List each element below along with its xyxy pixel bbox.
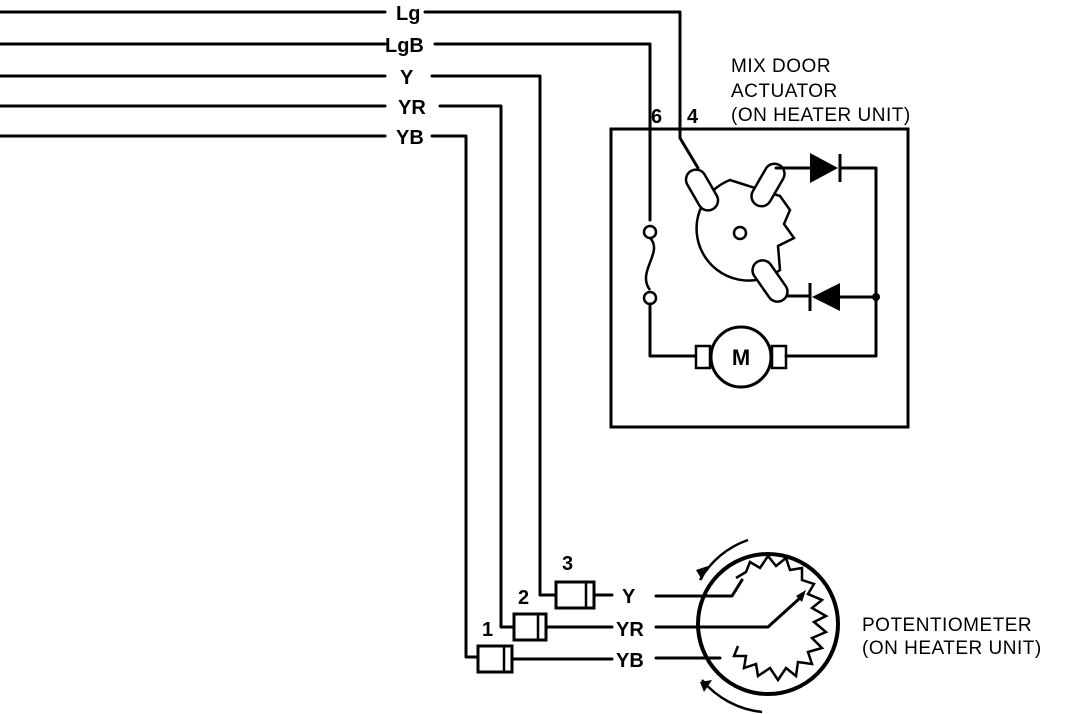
pot-wire-label-yr: YR (616, 619, 644, 641)
mix-door-actuator: 6 4 (609, 106, 910, 429)
connector-pin-2: 2 (518, 587, 529, 609)
wire-label-yb: YB (396, 127, 424, 149)
actuator-title-3: (ON HEATER UNIT) (731, 105, 911, 126)
wire-lg (0, 10, 700, 170)
actuator-title-1: MIX DOOR (731, 56, 831, 77)
thermal-breaker (642, 224, 698, 358)
wire-lgb (0, 42, 652, 222)
motor-label: M (732, 345, 750, 370)
diode-lower (786, 283, 880, 311)
diode-upper (774, 153, 878, 300)
wire-yb (0, 134, 480, 659)
connector-1: 1 (476, 619, 614, 674)
actuator-housing (609, 127, 910, 429)
wire-label-lgb: LgB (385, 35, 424, 57)
wire-label-y: Y (400, 67, 414, 89)
connector-2: 2 (512, 587, 614, 642)
wire-label-yr: YR (398, 97, 426, 119)
potentiometer-title-1: POTENTIOMETER (862, 615, 1032, 636)
connector-pin-1: 1 (482, 619, 493, 641)
motor: M (694, 295, 878, 389)
actuator-pin-4: 4 (687, 106, 699, 128)
wire-label-lg: Lg (396, 3, 420, 25)
connector-pin-3: 3 (562, 553, 573, 575)
actuator-title-2: ACTUATOR (731, 81, 838, 102)
potentiometer (654, 538, 840, 714)
resistive-track (732, 553, 829, 683)
wire-y (0, 74, 558, 597)
pot-wire-label-y: Y (622, 586, 636, 608)
rotary-contact-disc (684, 162, 796, 303)
actuator-pin-6: 6 (651, 106, 662, 128)
potentiometer-title-2: (ON HEATER UNIT) (862, 638, 1042, 659)
wire-yr (0, 104, 516, 629)
pot-wire-label-yb: YB (616, 650, 644, 672)
connector-3: 3 (554, 553, 614, 610)
